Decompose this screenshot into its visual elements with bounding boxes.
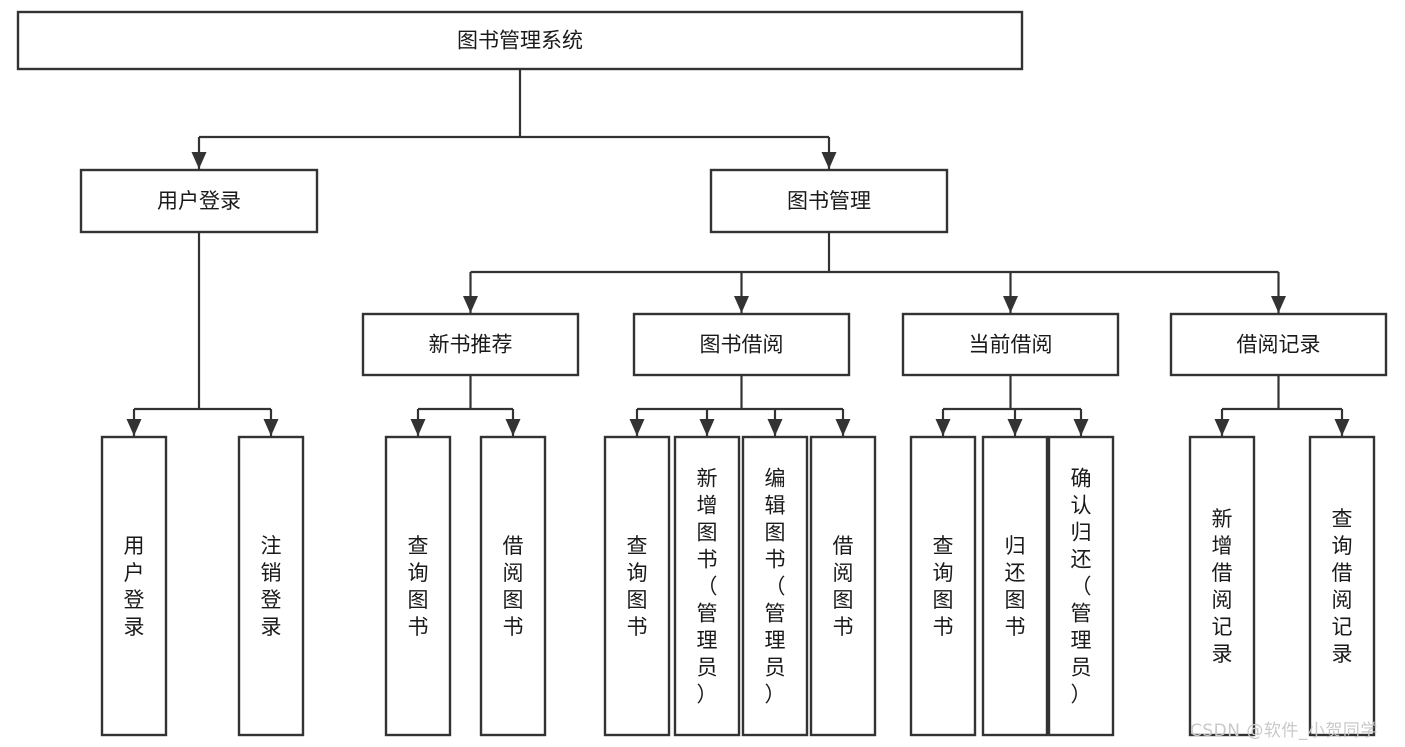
- node-label: 查询图书: [627, 534, 648, 639]
- node-label: 归还图书: [1005, 534, 1026, 639]
- node-label: 确认归还（管理员）: [1071, 467, 1092, 707]
- node-box: [673, 435, 741, 737]
- node-box: [741, 435, 809, 737]
- node-leaf-12[interactable]: 查询借阅记录: [1308, 435, 1376, 737]
- node-label: 图书借阅: [700, 333, 784, 357]
- node-box: [981, 435, 1049, 737]
- node-box: [237, 435, 305, 737]
- node-box: [1188, 435, 1256, 737]
- node-label: 查询图书: [933, 534, 954, 639]
- node-l1-0[interactable]: 用户登录: [79, 168, 319, 234]
- node-leaf-4[interactable]: 查询图书: [603, 435, 671, 737]
- node-label: 查询图书: [408, 534, 429, 639]
- node-leaf-10[interactable]: 确认归还（管理员）: [1047, 435, 1115, 737]
- node-label: 用户登录: [124, 534, 145, 639]
- arrow-head-icon: [1073, 419, 1089, 436]
- node-leaf-5[interactable]: 新增图书（管理员）: [673, 435, 741, 737]
- node-box: [16, 10, 1024, 71]
- node-label: 图书管理: [787, 189, 871, 213]
- node-label: 当前借阅: [969, 333, 1053, 357]
- node-box: [1308, 435, 1376, 737]
- arrow-head-icon: [263, 419, 279, 436]
- node-label: 注销登录: [261, 534, 282, 639]
- node-box: [603, 435, 671, 737]
- arrow-head-icon: [767, 419, 783, 436]
- node-label: 图书管理系统: [457, 29, 583, 53]
- node-leaf-11[interactable]: 新增借阅记录: [1188, 435, 1256, 737]
- arrow-head-icon: [126, 419, 142, 436]
- edge-group: [126, 232, 279, 436]
- node-box: [1169, 312, 1388, 377]
- node-label: 查询借阅记录: [1332, 507, 1353, 666]
- node-box: [79, 168, 319, 234]
- edge-group: [410, 375, 521, 436]
- node-leaf-1[interactable]: 注销登录: [237, 435, 305, 737]
- arrow-head-icon: [835, 419, 851, 436]
- arrow-head-icon: [1271, 296, 1286, 313]
- node-box: [1047, 435, 1115, 737]
- node-box: [909, 435, 977, 737]
- edge-group: [463, 232, 1286, 313]
- node-box: [709, 168, 949, 234]
- node-box: [901, 312, 1120, 377]
- arrow-head-icon: [699, 419, 715, 436]
- arrow-head-icon: [1214, 419, 1230, 436]
- node-leaf-2[interactable]: 查询图书: [384, 435, 452, 737]
- node-leaf-3[interactable]: 借阅图书: [479, 435, 547, 737]
- arrow-head-icon: [191, 152, 207, 169]
- node-label: 新增图书（管理员）: [697, 467, 718, 707]
- node-box: [809, 435, 877, 737]
- node-box: [100, 435, 168, 737]
- arrow-head-icon: [935, 419, 951, 436]
- node-box: [479, 435, 547, 737]
- node-l2-2[interactable]: 当前借阅: [901, 312, 1120, 377]
- node-box: [632, 312, 851, 377]
- node-box: [384, 435, 452, 737]
- node-label: 借阅图书: [833, 534, 854, 639]
- node-label: 编辑图书（管理员）: [765, 467, 786, 707]
- connector-layer: [126, 69, 1350, 436]
- node-label: 用户登录: [157, 189, 241, 213]
- edge-group: [629, 375, 851, 436]
- edge-group: [191, 69, 837, 169]
- node-leaf-0[interactable]: 用户登录: [100, 435, 168, 737]
- node-box: [361, 312, 580, 377]
- edge-group: [935, 375, 1089, 436]
- node-l2-0[interactable]: 新书推荐: [361, 312, 580, 377]
- node-l1-1[interactable]: 图书管理: [709, 168, 949, 234]
- node-leaf-6[interactable]: 编辑图书（管理员）: [741, 435, 809, 737]
- node-label: 新书推荐: [429, 333, 513, 357]
- edge-group: [1214, 375, 1350, 436]
- node-root-0[interactable]: 图书管理系统: [16, 10, 1024, 71]
- node-leaf-9[interactable]: 归还图书: [981, 435, 1049, 737]
- arrow-head-icon: [1003, 296, 1018, 313]
- node-leaf-8[interactable]: 查询图书: [909, 435, 977, 737]
- node-label: 借阅记录: [1237, 333, 1321, 357]
- arrow-head-icon: [410, 419, 426, 436]
- node-label: 新增借阅记录: [1212, 507, 1233, 666]
- arrow-head-icon: [821, 152, 837, 169]
- node-layer: 图书管理系统用户登录图书管理新书推荐图书借阅当前借阅借阅记录用户登录注销登录查询…: [16, 10, 1388, 737]
- arrow-head-icon: [505, 419, 521, 436]
- arrow-head-icon: [1007, 419, 1023, 436]
- node-l2-1[interactable]: 图书借阅: [632, 312, 851, 377]
- arrow-head-icon: [1334, 419, 1350, 436]
- arrow-head-icon: [734, 296, 749, 313]
- node-label: 借阅图书: [503, 534, 524, 639]
- arrow-head-icon: [629, 419, 645, 436]
- node-l2-3[interactable]: 借阅记录: [1169, 312, 1388, 377]
- arrow-head-icon: [463, 296, 478, 313]
- node-leaf-7[interactable]: 借阅图书: [809, 435, 877, 737]
